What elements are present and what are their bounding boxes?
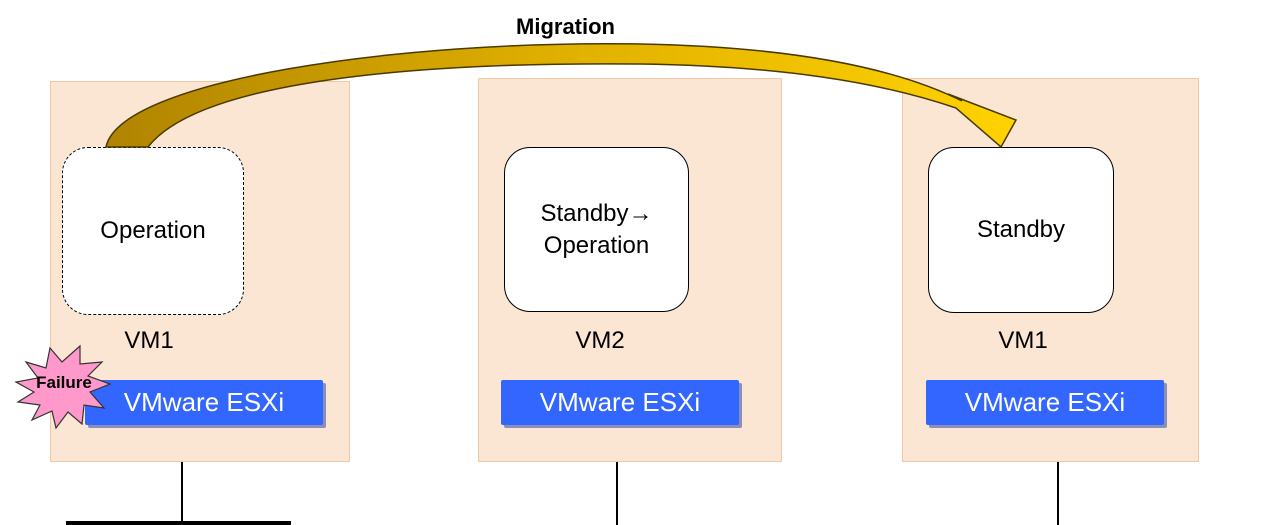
network-line-host-2 [616,462,618,525]
vm-box-host-1: Operation [62,147,244,315]
network-line-host-1 [181,462,183,525]
failure-label: Failure [36,373,92,392]
migration-title: Migration [516,14,615,39]
hypervisor-host-3: VMware ESXi [926,380,1164,425]
vm-name-host-1: VM1 [124,327,174,354]
vm-name-host-2: VM2 [575,327,625,354]
network-bar [66,521,291,525]
hypervisor-host-1: VMware ESXi [85,380,323,425]
network-line-host-3 [1057,462,1059,525]
vm-state-host-3: Standby [976,216,1066,244]
vm-name-host-3: VM1 [998,327,1048,354]
migration-arrow [105,42,1018,149]
vm-state-host-1: Operation [100,217,206,245]
vm-box-host-3: Standby [928,147,1114,313]
vm-state-host-2: Standby→ Operation [540,200,653,259]
hypervisor-host-2: VMware ESXi [501,380,739,425]
failure-burst-icon [14,344,112,430]
vm-box-host-2: Standby→ Operation [504,147,689,312]
